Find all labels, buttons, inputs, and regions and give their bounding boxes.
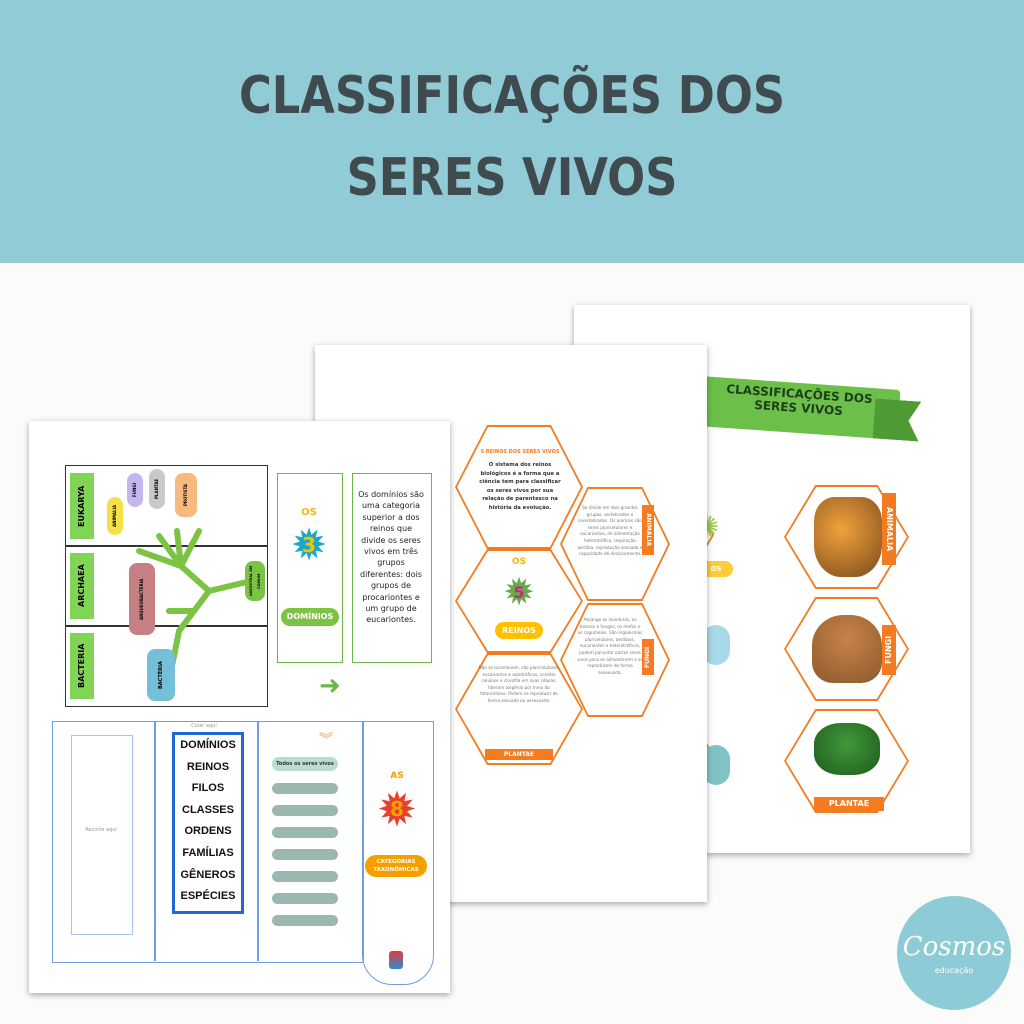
categorias-pill: CATEGORIAS TAXONÔMICAS <box>365 855 427 877</box>
ranks-box <box>172 732 244 914</box>
page-title: CLASSIFICAÇÕES DOS SERES VIVOS <box>72 55 953 219</box>
categorias-tab <box>362 721 434 985</box>
as-label: AS <box>390 771 404 781</box>
intro-heading: 5 REINOS DOS SERES VIVOS <box>480 449 560 455</box>
number-five: 5 <box>513 583 525 602</box>
pill-plantae <box>149 469 165 509</box>
rank-pill <box>272 783 338 794</box>
logo-sub: educação <box>934 966 974 975</box>
number-eight: 8 <box>390 797 404 821</box>
description-card <box>352 473 432 663</box>
rank-pill <box>272 827 338 838</box>
tag-animalia: ANIMALIA <box>882 493 896 565</box>
domain-table <box>65 465 268 707</box>
chevron-icon: ︾ <box>319 732 333 748</box>
rank-dominios: DOMÍNIOS <box>180 739 236 751</box>
description-text: Os domínios são uma categoria superior a… <box>358 490 424 625</box>
rank-classes: CLASSES <box>182 803 234 816</box>
sunburst-icon: ✹ <box>290 520 328 571</box>
arrow-icon: ➜ <box>319 671 341 701</box>
pill-ancestor <box>245 561 265 601</box>
number-three: 3 <box>302 533 316 557</box>
rank-especies: ESPÉCIES <box>180 890 236 903</box>
tag-fungi: FUNGI <box>882 625 896 675</box>
sunburst-icon: ✹ <box>376 782 418 838</box>
ranks-list: DOMÍNIOS REINOS FILOS CLASSES ORDENS FAM… <box>175 735 241 908</box>
reinos-pill: REINOS <box>495 622 543 639</box>
sunburst-icon: ✹ <box>503 570 535 614</box>
title-line-1: CLASSIFICAÇÕES DOS <box>238 66 786 126</box>
rank-pill <box>272 893 338 904</box>
label-bacteria: BACTÉRIA <box>158 661 164 689</box>
pill-bacteria <box>147 649 175 701</box>
rank-ordens: ORDENS <box>184 825 232 838</box>
label-animalia: ANIMALIA <box>112 504 117 528</box>
rank-filos: FILOS <box>191 782 225 795</box>
tag-plantae: PLANTAE <box>485 749 553 760</box>
title-line-2: SERES VIVOS <box>346 148 678 208</box>
pill-protista <box>175 473 197 517</box>
tag-fungi: FUNGI <box>642 639 654 675</box>
glue-here-label-1: Colar aqui <box>191 723 217 729</box>
todos-pill: Todos os seres vivos <box>272 757 338 771</box>
dominios-pill: DOMÍNIOS <box>281 608 339 626</box>
rank-pill <box>272 849 338 860</box>
cosmos-logo: Cosmos educação <box>897 896 1011 1010</box>
rank-pill <box>272 915 338 926</box>
partial-os-pill: OS <box>699 561 733 577</box>
animalia-text: Se divide em dois grandes grupos: verteb… <box>577 505 643 557</box>
pill-animalia <box>107 497 123 535</box>
rank-generos: GÊNEROS <box>180 868 236 881</box>
os-label: OS <box>511 557 527 567</box>
cut-panel <box>71 735 133 935</box>
animals-image <box>814 497 882 577</box>
header-banner: CLASSIFICAÇÕES DOS SERES VIVOS <box>0 0 1024 263</box>
os-label: OS <box>301 507 317 518</box>
tree-diagram <box>136 528 254 684</box>
plantae-text: Não se locomovem, são pluricelulares, eu… <box>478 665 560 703</box>
logo-name: Cosmos <box>902 932 1006 962</box>
label-plantae: PLANTAE <box>154 478 159 500</box>
fold-frame <box>52 721 364 963</box>
rank-familias: FAMÍLIAS <box>182 846 234 859</box>
trees-image <box>814 723 880 775</box>
small-logo-icon <box>389 951 403 969</box>
label-fungi: FUNGI <box>132 482 137 498</box>
domain-archaea: ARCHAEA <box>70 553 94 619</box>
label-archaea: ARQUEOBACTÉRIA <box>139 578 144 620</box>
fungi-text: Abrange as leveduras, os bolores e fungo… <box>577 617 643 675</box>
pill-archaea <box>129 563 155 635</box>
rank-reinos: REINOS <box>186 760 230 773</box>
worksheet-page-1: EUKARYA ARCHAEA BACTERIA ANIMALIA FUNGI … <box>29 421 450 993</box>
rank-pill <box>272 805 338 816</box>
domain-bacteria: BACTERIA <box>70 633 94 699</box>
mushroom-image <box>812 615 882 683</box>
label-protista: PROTISTA <box>183 483 188 507</box>
pill-fungi <box>127 473 143 507</box>
domain-eukarya: EUKARYA <box>70 473 94 539</box>
label-ancestor: ANCESTRAL EM COMUM <box>249 565 261 597</box>
dominios-card <box>277 473 343 663</box>
tag-plantae: PLANTAE <box>814 797 884 811</box>
rank-pill <box>272 871 338 882</box>
cut-here-label: Recorte aqui <box>85 827 117 833</box>
tag-animalia: ANIMALIA <box>642 505 654 555</box>
intro-text: O sistema dos reinos biológicos é a form… <box>479 462 561 511</box>
